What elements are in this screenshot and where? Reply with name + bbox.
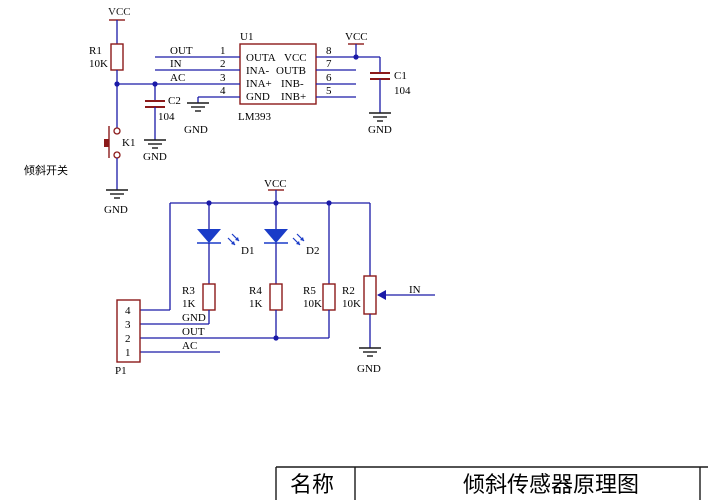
c2-gnd-symbol (143, 139, 167, 149)
vcc-u1-label: VCC (345, 31, 368, 43)
k1-gnd-symbol (105, 189, 129, 199)
r4-value: 1K (249, 298, 263, 310)
c1-name: C1 (394, 70, 407, 82)
u1-name: U1 (240, 31, 253, 43)
r1-value: 10K (89, 58, 108, 70)
p1-pin3-number: 3 (125, 319, 131, 331)
u1-pin-outb: OUTB (276, 65, 306, 77)
vcc-bottom-label: VCC (264, 178, 287, 190)
net-in-label: IN (170, 58, 182, 70)
r3-name: R3 (182, 285, 195, 297)
r5-resistor (322, 283, 336, 311)
p1-out-net: OUT (182, 326, 205, 338)
junction-r1-ac (114, 81, 120, 87)
r4-resistor (269, 283, 283, 311)
d2-name: D2 (306, 245, 319, 257)
u1-gnd-label: GND (184, 124, 208, 136)
c2-gnd-label: GND (143, 151, 167, 163)
r1-name: R1 (89, 45, 102, 57)
r2-name: R2 (342, 285, 355, 297)
tilt-switch-label: 倾斜开关 (24, 163, 68, 177)
r5-value: 10K (303, 298, 322, 310)
k1-gnd-label: GND (104, 204, 128, 216)
p1-name: P1 (115, 365, 127, 377)
title-name-value: 倾斜传感器原理图 (463, 473, 639, 498)
p1-pin2-number: 2 (125, 333, 131, 345)
u1-pin-vcc: VCC (284, 52, 307, 64)
u1-pin-inb-plus: INB+ (281, 91, 306, 103)
r4-name: R4 (249, 285, 262, 297)
u1-pin3-number: 3 (220, 72, 226, 84)
u1-part: LM393 (238, 111, 272, 123)
r5-name: R5 (303, 285, 316, 297)
r2-gnd-symbol (358, 347, 382, 357)
u1-pin8-number: 8 (326, 45, 332, 57)
c2-name: C2 (168, 95, 181, 107)
u1-pin4-number: 4 (220, 85, 226, 97)
c1-gnd-label: GND (368, 124, 392, 136)
u1-pin1-number: 1 (220, 45, 226, 57)
u1-pin7-number: 7 (326, 58, 332, 70)
vcc-r1-label: VCC (108, 6, 131, 18)
d1-name: D1 (241, 245, 254, 257)
vcc-r1-symbol (108, 19, 126, 44)
r2-potentiometer (363, 275, 377, 315)
c2-value: 104 (158, 111, 175, 123)
title-name-label: 名称 (290, 473, 334, 498)
p1-pin4-number: 4 (125, 305, 131, 317)
net-out-label: OUT (170, 45, 193, 57)
r1-resistor (110, 43, 124, 71)
junction-vcc-u1 (353, 54, 359, 60)
p1-ac-net: AC (182, 340, 197, 352)
k1-name: K1 (122, 137, 135, 149)
k1-tilt-switch (104, 126, 121, 159)
r2-in-label: IN (409, 284, 421, 296)
u1-gnd-symbol (186, 102, 210, 112)
u1-pin6-number: 6 (326, 72, 332, 84)
p1-gnd-net: GND (182, 312, 206, 324)
u1-pin-inb-minus: INB- (281, 78, 304, 90)
d2-led (264, 229, 288, 243)
u1-pin5-number: 5 (326, 85, 332, 97)
r2-wiper-arrow (377, 290, 386, 300)
p1-connector (116, 299, 141, 363)
r3-value: 1K (182, 298, 196, 310)
title-block (275, 466, 708, 500)
r2-value: 10K (342, 298, 361, 310)
u1-pin2-number: 2 (220, 58, 226, 70)
u1-pin-gnd: GND (246, 91, 270, 103)
r3-resistor (202, 283, 216, 311)
u1-pin-outa: OUTA (246, 52, 276, 64)
r2-gnd-label: GND (357, 363, 381, 375)
net-ac-label: AC (170, 72, 185, 84)
u1-pin-ina-plus: INA+ (246, 78, 272, 90)
d1-led (197, 229, 221, 243)
c1-value: 104 (394, 85, 411, 97)
c1-gnd-symbol (368, 112, 392, 122)
p1-pin1-number: 1 (125, 347, 131, 359)
u1-pin-ina-minus: INA- (246, 65, 270, 77)
u1-ic-body (239, 43, 317, 105)
